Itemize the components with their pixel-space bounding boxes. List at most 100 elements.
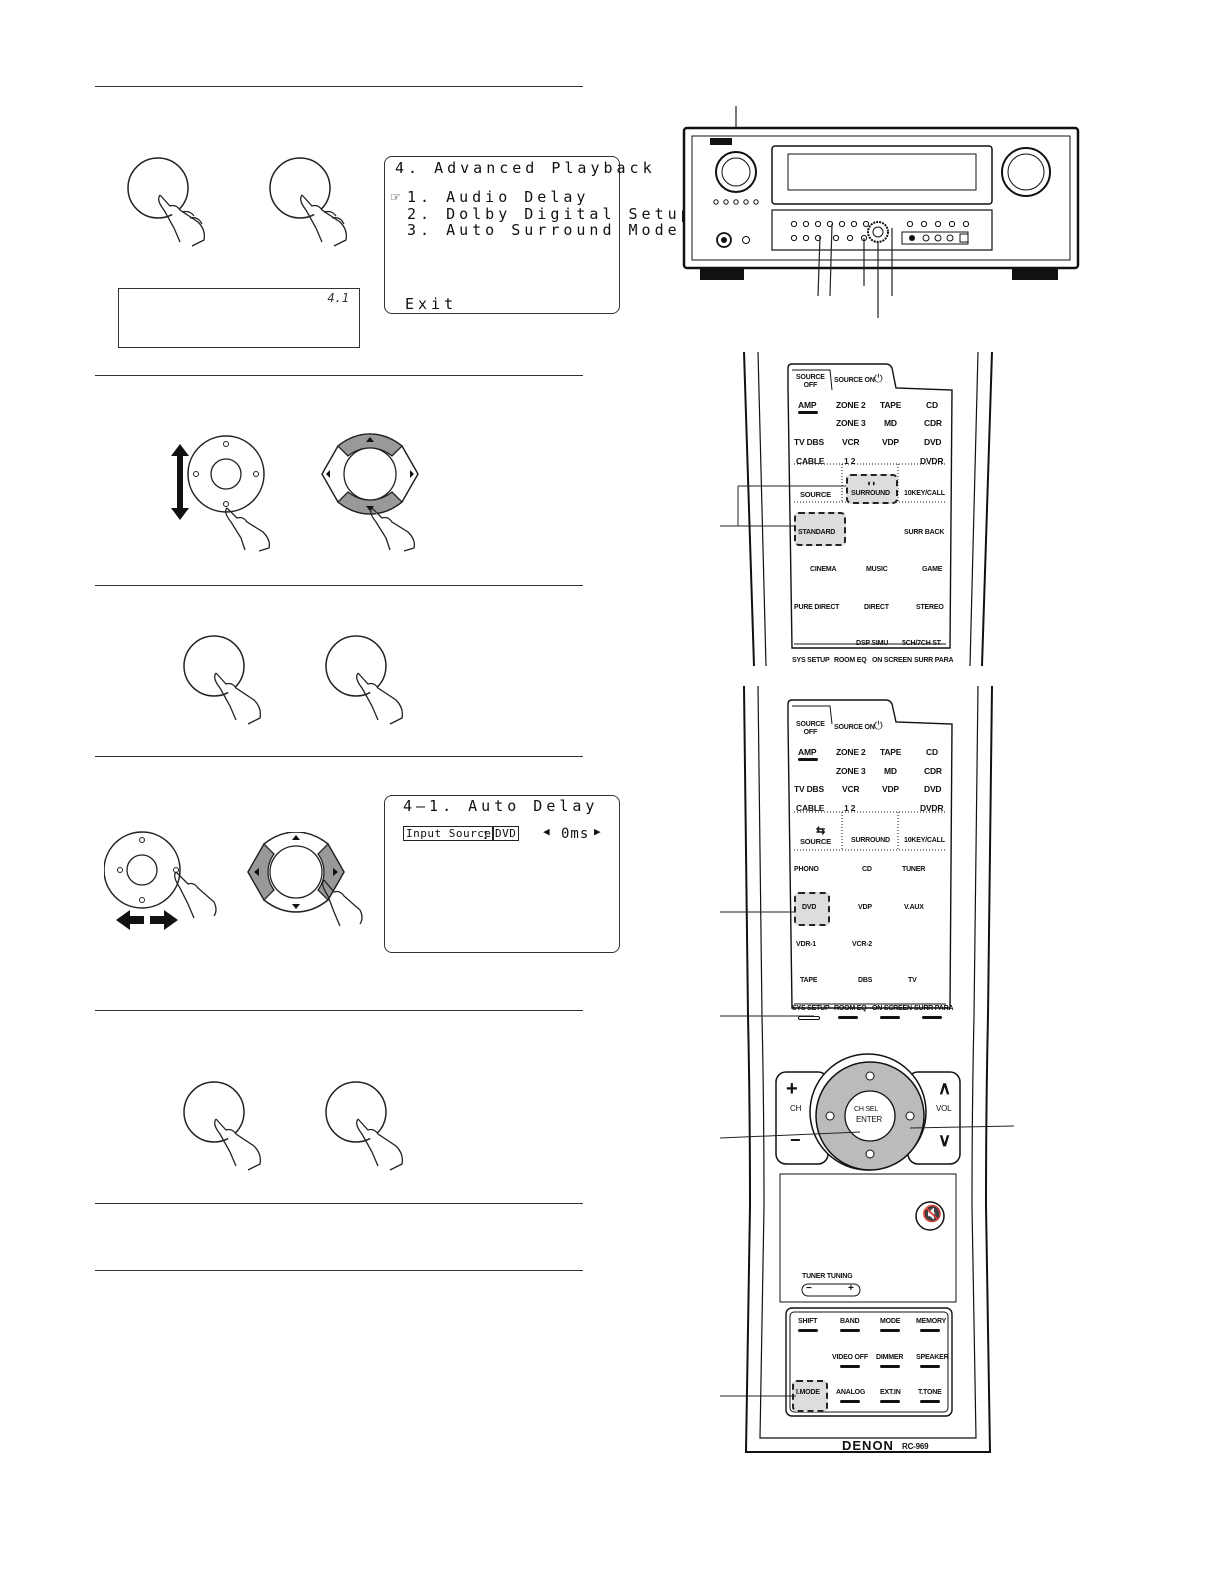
game-button[interactable]: GAME <box>922 566 943 573</box>
amp-button[interactable]: AMP <box>798 400 817 410</box>
volume-down-icon[interactable]: ∨ <box>938 1130 951 1150</box>
brand-logo: DENON <box>842 1438 894 1453</box>
t-tone-button[interactable]: T.TONE <box>918 1389 942 1396</box>
md-button[interactable]: MD <box>884 766 897 776</box>
surround-mode-button[interactable]: SURROUND <box>851 490 890 497</box>
ext-in-button[interactable]: EXT.IN <box>880 1389 901 1396</box>
zone3-button[interactable]: ZONE 3 <box>836 766 866 776</box>
5ch-7ch-st-button[interactable]: 5CH/7CH ST <box>902 640 941 647</box>
shift-button[interactable]: SHIFT <box>798 1318 818 1325</box>
room-eq-button[interactable]: ROOM EQ <box>834 1005 867 1012</box>
vcr-button[interactable]: VCR <box>842 437 860 447</box>
amp-button[interactable]: AMP <box>798 747 817 757</box>
tv-dbs-button[interactable]: TV DBS <box>794 437 824 447</box>
pure-direct-button[interactable]: PURE DIRECT <box>794 604 840 611</box>
tuner-button[interactable]: TUNER <box>902 866 926 873</box>
sys-setup-button[interactable]: SYS SETUP <box>792 657 830 664</box>
model-label: RC-969 <box>902 1442 929 1451</box>
on-screen-button[interactable]: ON SCREEN <box>872 657 912 664</box>
dimmer-button[interactable]: DIMMER <box>876 1354 904 1361</box>
10key-call-button[interactable]: 10KEY/CALL <box>904 837 945 844</box>
vcr2-button[interactable]: VCR-2 <box>852 941 873 948</box>
vdp-button[interactable]: VDP <box>882 437 899 447</box>
zone2-button[interactable]: ZONE 2 <box>836 747 866 757</box>
surround-mode-button[interactable]: SURROUND <box>851 837 890 844</box>
zone2-button[interactable]: ZONE 2 <box>836 400 866 410</box>
tv-dbs-button[interactable]: TV DBS <box>794 784 824 794</box>
video-off-button[interactable]: VIDEO OFF <box>832 1354 868 1361</box>
osd-screen-auto-delay: 4—1. Auto Delay Input Source : DVD ◀ 0ms… <box>384 795 620 953</box>
dvd-input-button[interactable]: DVD <box>802 904 817 911</box>
tape-button[interactable]: TAPE <box>880 400 902 410</box>
source-mode-button[interactable]: SOURCE <box>800 490 831 499</box>
preset-12-button[interactable]: 1 2 <box>844 803 856 813</box>
mute-icon[interactable]: 🔇 <box>922 1206 942 1223</box>
cdr-button[interactable]: CDR <box>924 418 942 428</box>
analog-button[interactable]: ANALOG <box>836 1389 866 1396</box>
dvd-button[interactable]: DVD <box>924 784 942 794</box>
direct-button[interactable]: DIRECT <box>864 604 889 611</box>
callout-lines <box>720 485 846 527</box>
volume-up-icon[interactable]: ∧ <box>938 1078 951 1098</box>
shift-indicator <box>798 1329 818 1332</box>
ext-in-indicator <box>880 1400 900 1403</box>
cursor-ring-up-down-icon <box>171 435 271 552</box>
analog-indicator <box>840 1400 860 1403</box>
cable-button[interactable]: CABLE <box>796 456 825 466</box>
tuning-plus-button[interactable]: + <box>848 1283 854 1294</box>
vcr-button[interactable]: VCR <box>842 784 860 794</box>
room-eq-button[interactable]: ROOM EQ <box>834 657 867 664</box>
dsp-simu-button[interactable]: DSP SIMU <box>856 640 889 647</box>
md-button[interactable]: MD <box>884 418 897 428</box>
phono-button[interactable]: PHONO <box>794 866 819 873</box>
standard-button[interactable]: STANDARD <box>798 529 836 536</box>
source-on-tab[interactable]: SOURCE ON <box>834 377 875 384</box>
cable-button[interactable]: CABLE <box>796 803 825 813</box>
standard-highlight <box>794 512 846 546</box>
speaker-indicator <box>920 1365 940 1368</box>
surr-back-button[interactable]: SURR BACK <box>904 529 945 536</box>
enter-button[interactable]: ENTER <box>856 1115 883 1124</box>
10key-call-button[interactable]: 10KEY/CALL <box>904 490 945 497</box>
dbs-button[interactable]: DBS <box>858 977 873 984</box>
cd-button[interactable]: CD <box>926 747 938 757</box>
vdp-button[interactable]: VDP <box>882 784 899 794</box>
tape-input-button[interactable]: TAPE <box>800 977 818 984</box>
vdp-input-button[interactable]: VDP <box>858 904 872 911</box>
memory-button[interactable]: MEMORY <box>916 1318 947 1325</box>
display-readout: 4.1 <box>327 291 349 305</box>
source-off-tab[interactable]: SOURCE OFF <box>796 721 825 736</box>
surr-para-button[interactable]: SURR PARA <box>914 657 954 664</box>
mode-button[interactable]: MODE <box>880 1318 901 1325</box>
tv-button[interactable]: TV <box>908 977 917 984</box>
dvdr-button[interactable]: DVDR <box>920 803 944 813</box>
surr-para-indicator <box>922 1016 942 1019</box>
on-screen-button[interactable]: ON SCREEN <box>872 1005 912 1012</box>
pointer-icon: ☞ <box>391 188 401 206</box>
tuning-minus-button[interactable]: − <box>806 1283 812 1294</box>
zone3-button[interactable]: ZONE 3 <box>836 418 866 428</box>
band-button[interactable]: BAND <box>840 1318 860 1325</box>
source-on-tab[interactable]: SOURCE ON <box>834 724 875 731</box>
cd-input-button[interactable]: CD <box>862 866 872 873</box>
source-mode-button[interactable]: SOURCE <box>800 837 831 846</box>
tape-button[interactable]: TAPE <box>880 747 902 757</box>
dvdr-button[interactable]: DVDR <box>920 456 944 466</box>
cd-button[interactable]: CD <box>926 400 938 410</box>
cinema-button[interactable]: CINEMA <box>810 566 837 573</box>
preset-12-button[interactable]: 1 2 <box>844 456 856 466</box>
vdr1-button[interactable]: VDR-1 <box>796 941 817 948</box>
surr-para-button[interactable]: SURR PARA <box>914 1005 954 1012</box>
channel-plus-icon[interactable]: + <box>786 1078 798 1100</box>
source-off-tab[interactable]: SOURCE OFF <box>796 374 825 389</box>
channel-minus-icon[interactable]: − <box>790 1130 801 1150</box>
sys-setup-button[interactable]: SYS SETUP <box>792 1005 830 1012</box>
osd-exit: Exit <box>405 295 458 313</box>
dvd-button[interactable]: DVD <box>924 437 942 447</box>
stereo-button[interactable]: STEREO <box>916 604 944 611</box>
v-aux-button[interactable]: V.AUX <box>904 904 924 911</box>
cdr-button[interactable]: CDR <box>924 766 942 776</box>
music-button[interactable]: MUSIC <box>866 566 888 573</box>
i-mode-button[interactable]: I.MODE <box>796 1389 820 1396</box>
speaker-button[interactable]: SPEAKER <box>916 1354 949 1361</box>
